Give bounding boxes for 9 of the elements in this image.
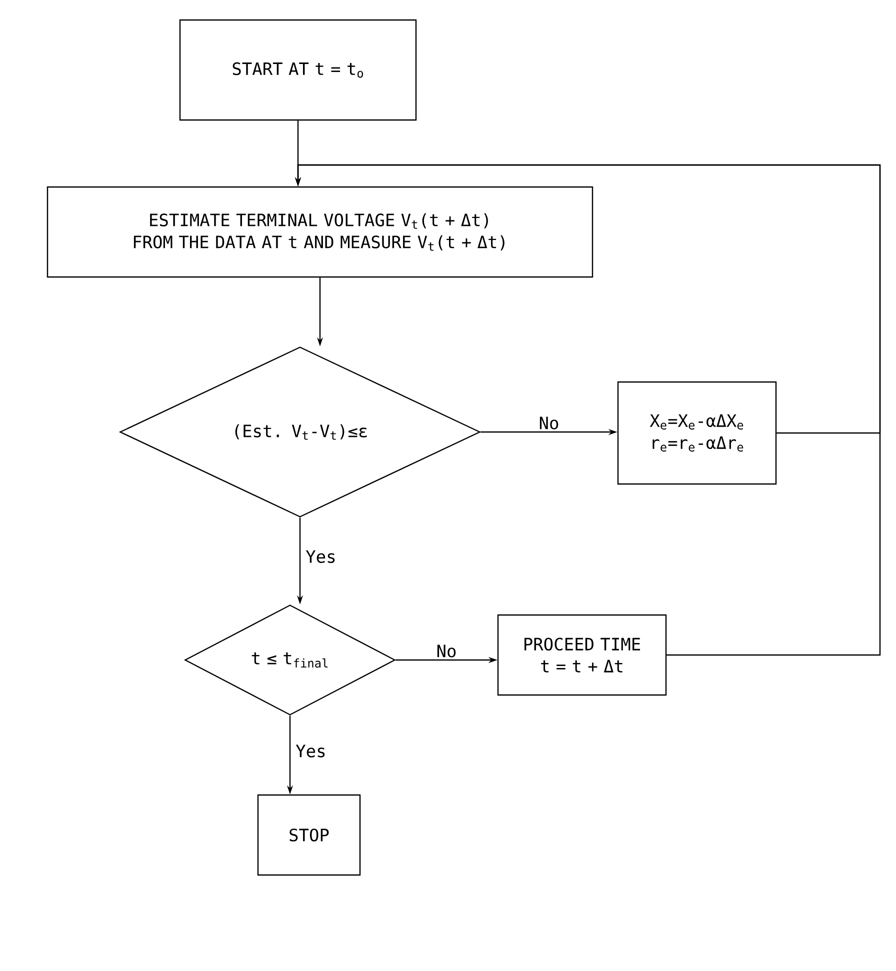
process-box: START AT t = t$_{o}$ [179,19,417,121]
edge-label: Yes [304,549,338,564]
process-box: STOP [257,794,361,876]
edge-label: No [435,644,458,658]
process-box: PROCEED TIME t = t + Δt [497,614,667,696]
edge-label: Yes [294,744,328,758]
process-box: X$_{e}$=X$_{e}$-αΔX$_{e}$ r$_{e}$=r$_{e}$-αΔr$_{e}$ [617,381,777,485]
edge-label: No [538,416,560,430]
process-box: ESTIMATE TERMINAL VOLTAGE V$_{t}$(t + Δt) FROM THE DATA AT t AND MEASURE V$_{t}$(t + Δt) [46,186,594,278]
